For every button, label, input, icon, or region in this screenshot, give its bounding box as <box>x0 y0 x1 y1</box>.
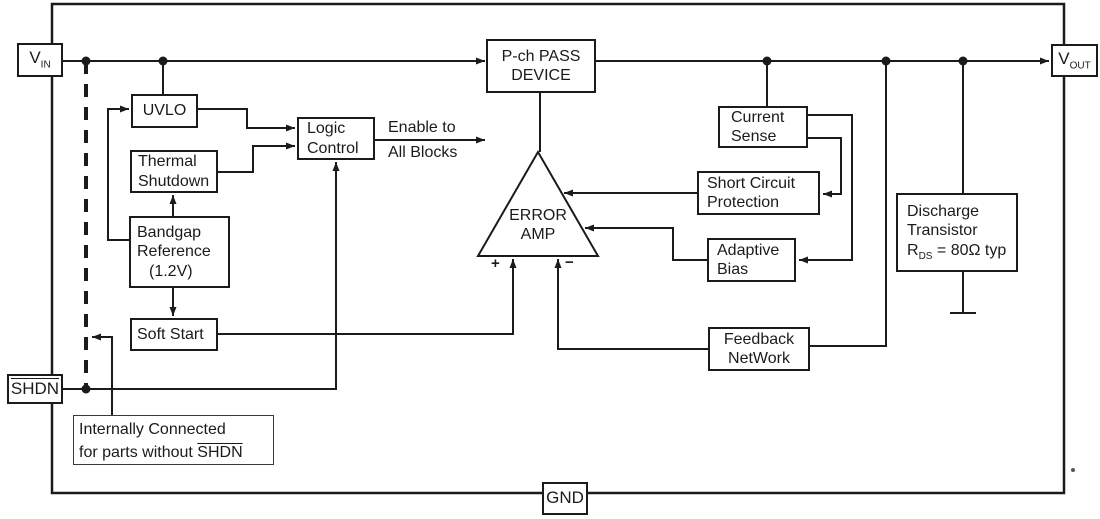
error-amp-label: ERROR AMP <box>509 207 567 244</box>
wire-rail-to-feedback <box>810 61 887 347</box>
vin-label: VIN <box>29 48 51 71</box>
wire-thermal-to-logic <box>218 142 295 173</box>
short-circuit-protection-block: Short Circuit Protection <box>697 171 820 215</box>
pass-device-block: P-ch PASS DEVICE <box>486 39 596 93</box>
wire-softstart-to-plus-input <box>218 259 517 335</box>
error-amp-triangle <box>476 149 600 257</box>
junction-dot <box>958 56 968 66</box>
wires <box>63 57 1049 415</box>
enable-annotation-line2: All Blocks <box>388 144 458 161</box>
junction-dot <box>762 56 772 66</box>
stray-mark <box>1071 468 1075 472</box>
wire-currentsense-to-scp <box>808 137 842 198</box>
error-amp-minus-sign: − <box>565 254 574 271</box>
wire-feedback-to-minus-input <box>554 259 708 350</box>
wire-bandgap-to-uvlo <box>107 105 129 241</box>
vin-pin: VIN <box>17 43 63 77</box>
note-callout-leader <box>92 333 113 415</box>
wire-currentsense-to-adaptive <box>799 114 853 264</box>
note-shdn-label: SHDN <box>197 444 243 462</box>
shdn-label: SHDN <box>10 378 60 398</box>
feedback-network-block: Feedback NetWork <box>708 327 810 371</box>
current-sense-block: Current Sense <box>718 106 808 148</box>
vout-label: VOUT <box>1058 48 1091 72</box>
wire-adaptive-to-erroramp <box>585 224 707 261</box>
error-amp-plus-sign: + <box>491 255 500 272</box>
junction-dot <box>81 56 91 66</box>
wire-uvlo-to-logic <box>198 108 295 132</box>
rds-value: RDS = 80Ω typ <box>907 241 1007 262</box>
adaptive-bias-block: Adaptive Bias <box>707 238 796 282</box>
soft-start-block: Soft Start <box>130 318 218 351</box>
thermal-shutdown-block: Thermal Shutdown <box>130 150 218 193</box>
internally-connected-note: Internally Connected for parts without S… <box>73 415 274 465</box>
shdn-pin: SHDN <box>7 374 63 404</box>
wire-shdn-to-logic <box>63 162 340 390</box>
junction-dot <box>881 56 891 66</box>
ground-icon <box>950 272 976 314</box>
uvlo-block: UVLO <box>131 94 198 128</box>
junction-dot <box>158 56 168 66</box>
enable-annotation-line1: Enable to <box>388 119 456 136</box>
junction-dots <box>81 56 1075 472</box>
gnd-pin: GND <box>542 482 588 515</box>
logic-control-block: Logic Control <box>297 117 375 160</box>
gnd-label: GND <box>546 488 584 508</box>
junction-dot <box>81 384 91 394</box>
bandgap-reference-block: Bandgap Reference (1.2V) <box>129 216 230 288</box>
discharge-transistor-block: Discharge Transistor RDS = 80Ω typ <box>896 193 1018 272</box>
vout-pin: VOUT <box>1051 44 1098 77</box>
